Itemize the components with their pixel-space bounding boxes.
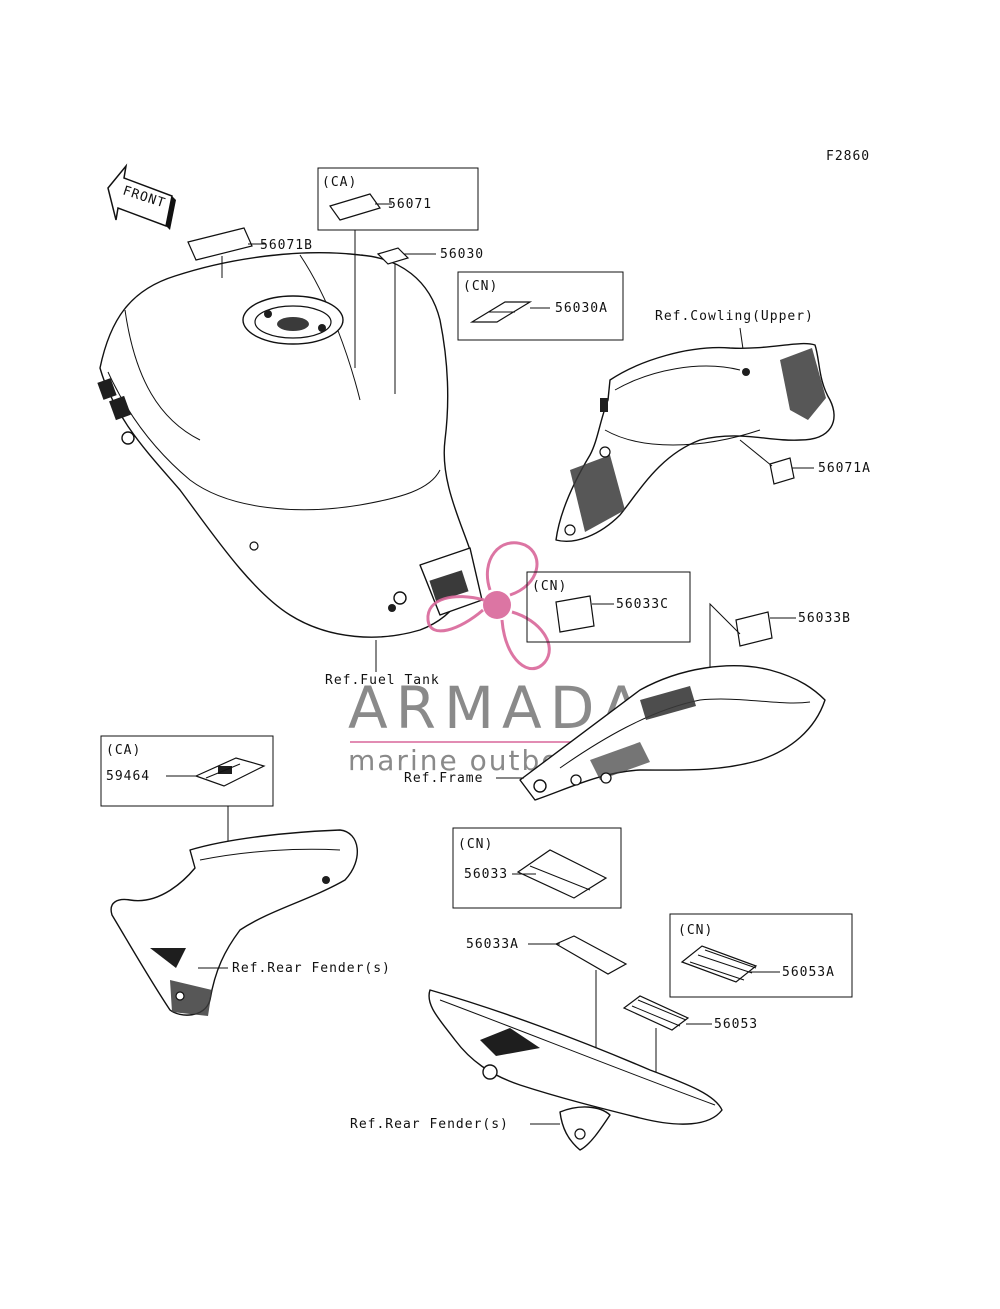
cowling-drawing	[555, 342, 835, 542]
rear-fender-left-drawing	[110, 829, 359, 1016]
sticker-59464	[194, 757, 266, 787]
label-56033: 56033	[464, 867, 508, 882]
box-cn-56030a-tag: (CN)	[463, 279, 498, 294]
label-56033c: 56033C	[616, 597, 669, 612]
label-59464: 59464	[106, 769, 150, 784]
box-cn-56033c	[526, 571, 691, 643]
box-ca-59464-tag: (CA)	[106, 743, 141, 758]
box-cn-56030a	[457, 271, 624, 341]
sticker-56030	[376, 247, 410, 265]
label-56033b: 56033B	[798, 611, 851, 626]
box-cn-56033c-tag: (CN)	[532, 579, 567, 594]
box-cn-56053a-tag: (CN)	[678, 923, 713, 938]
fuel-tank-drawing	[97, 252, 483, 638]
box-ca-56071-tag: (CA)	[322, 175, 357, 190]
sticker-56030a	[469, 301, 550, 323]
sticker-56071	[329, 193, 381, 221]
armada-logo-icon	[426, 541, 551, 670]
sticker-56033b	[735, 611, 773, 647]
label-56053: 56053	[714, 1017, 758, 1032]
sticker-56033c	[555, 595, 595, 633]
box-ca-56071	[317, 167, 479, 231]
label-56053a: 56053A	[782, 965, 835, 980]
ref-rear-fender-2: Ref.Rear Fender(s)	[350, 1117, 509, 1132]
ref-fuel-tank: Ref.Fuel Tank	[325, 673, 440, 688]
label-56071: 56071	[388, 197, 432, 212]
ref-rear-fender-1: Ref.Rear Fender(s)	[232, 961, 391, 976]
sticker-56033	[516, 849, 608, 899]
front-arrow-icon: FRONT	[107, 163, 176, 230]
ref-frame: Ref.Frame	[404, 771, 483, 786]
box-cn-56033-tag: (CN)	[458, 837, 493, 852]
rear-fender-bottom-drawing	[428, 989, 723, 1151]
label-56071a: 56071A	[818, 461, 871, 476]
box-ca-59464	[100, 735, 274, 807]
label-56030: 56030	[440, 247, 484, 262]
label-56071b: 56071B	[260, 238, 313, 253]
label-56033a: 56033A	[466, 937, 519, 952]
label-56030a: 56030A	[555, 301, 608, 316]
sticker-56053	[622, 995, 690, 1031]
ref-cowling-upper: Ref.Cowling(Upper)	[655, 309, 814, 324]
diagram-id: F2860	[826, 149, 870, 164]
sticker-56071a	[769, 457, 795, 485]
box-cn-56053a	[669, 913, 853, 998]
sticker-56033a	[554, 935, 628, 975]
frame-drawing	[519, 665, 826, 801]
sticker-56053a	[680, 945, 758, 983]
box-cn-56033	[452, 827, 622, 909]
sticker-56071b	[187, 227, 266, 278]
